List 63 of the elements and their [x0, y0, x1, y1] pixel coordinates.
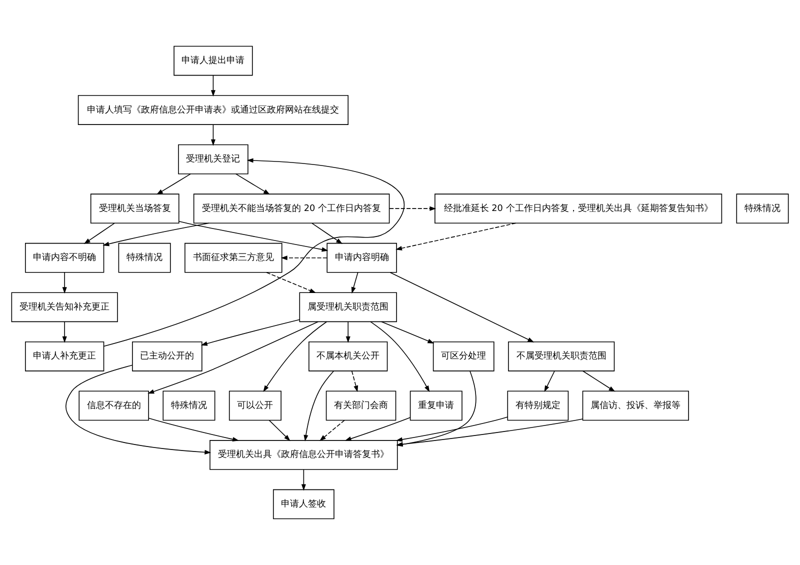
arrow: [389, 206, 436, 211]
node-box: 可以公开: [228, 390, 282, 421]
arrow: [396, 418, 583, 446]
node-box: 特殊情况: [118, 242, 171, 273]
arrow: [311, 222, 343, 244]
node-box: 有特别规定: [507, 390, 569, 421]
node-box: 不属本机关公开: [308, 341, 388, 372]
arrow: [544, 370, 555, 392]
node-box: 经批准延长 20 个工作日内答复，受理机关出具《延期答复告知书》: [434, 194, 722, 224]
arrow: [280, 256, 328, 260]
arrow: [263, 321, 328, 392]
arrow: [319, 420, 345, 442]
arrow: [156, 174, 191, 195]
node-box: 特殊情况: [162, 390, 216, 421]
arrow: [396, 416, 508, 442]
arrow: [346, 321, 350, 343]
arrow: [268, 420, 290, 442]
arrow: [266, 272, 316, 294]
arrow: [62, 272, 67, 294]
arrow: [582, 370, 616, 392]
arrow: [148, 418, 240, 442]
node-box: 属受理机关职责范围: [299, 292, 397, 322]
node-box: 书面征求第三方意见: [184, 242, 282, 273]
arrow: [178, 220, 328, 252]
arrow: [84, 222, 115, 244]
node-box: 受理机关登记: [178, 144, 248, 174]
arrow: [396, 222, 516, 250]
arrow: [210, 124, 216, 146]
node-box: 受理机关出具《政府信息公开申请答复书》: [210, 440, 398, 470]
node-box: 不属受理机关职责范围: [508, 341, 615, 372]
node-box: 受理机关不能当场答复的 20 个工作日内答复: [193, 194, 390, 224]
node-box: 申请人填写《政府信息公开申请表》或通过区政府网站在线提交: [78, 95, 348, 125]
node-box: 属信访、投诉、举报等: [582, 390, 689, 421]
arrow: [235, 174, 270, 195]
arrow: [390, 272, 534, 342]
node-box: 受理机关告知补充更正: [11, 292, 118, 322]
arrow: [148, 321, 318, 394]
node-box: 申请内容不明确: [25, 242, 104, 273]
node-box: 有关部门会商: [326, 390, 396, 421]
node-box: 申请人签收: [272, 489, 334, 520]
arrow: [301, 469, 306, 491]
node-box: 申请内容明确: [326, 242, 397, 273]
node-box: 已主动公开的: [132, 341, 202, 372]
arrow: [102, 222, 210, 246]
arrow: [344, 417, 411, 441]
arrow: [351, 370, 358, 392]
arrow: [103, 158, 404, 347]
arrow: [396, 370, 476, 447]
node-box: 特殊情况: [736, 194, 789, 224]
arrow: [200, 319, 300, 346]
arrow: [381, 321, 434, 344]
node-box: 重复申请: [410, 390, 462, 421]
node-box: 信息不存在的: [78, 390, 149, 421]
arrow: [351, 272, 358, 294]
node-box: 可区分处理: [432, 341, 494, 372]
arrow: [62, 321, 67, 343]
node-box: 申请人提出申请: [174, 46, 253, 76]
arrow: [370, 321, 430, 392]
node-box: 申请人补充更正: [25, 341, 104, 372]
arrow: [65, 364, 212, 454]
arrow: [304, 370, 334, 442]
arrow: [210, 74, 216, 97]
node-box: 受理机关当场答复: [90, 194, 180, 224]
